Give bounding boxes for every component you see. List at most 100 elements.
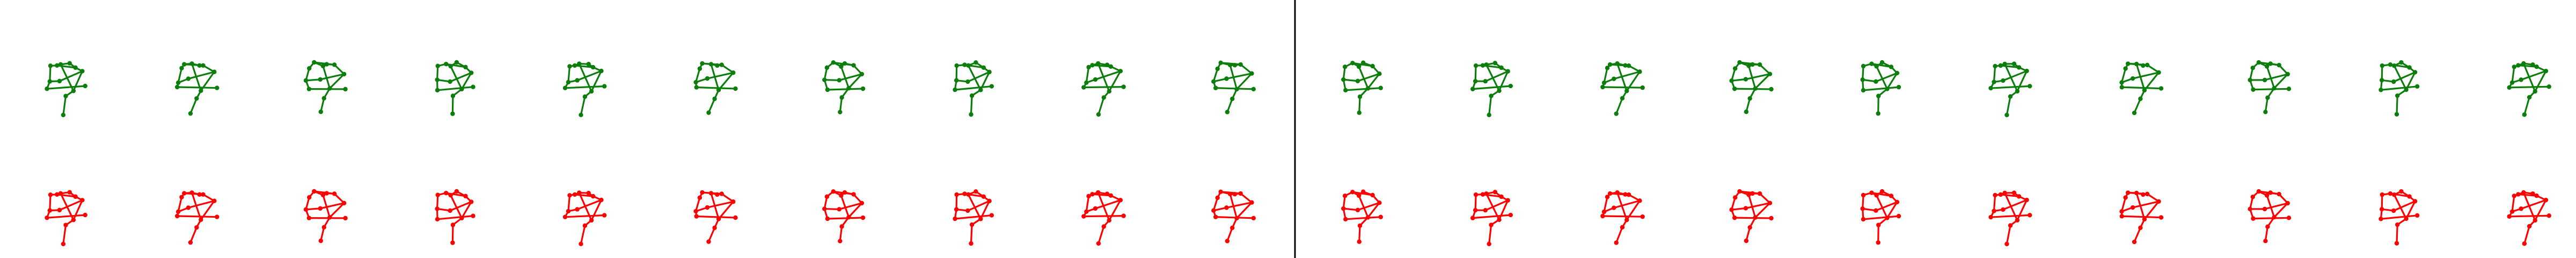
pose-figure (953, 60, 994, 117)
pose-joint (2380, 63, 2385, 68)
pose-joint (1224, 205, 1229, 210)
pose-bone (967, 64, 982, 91)
pose-joint (197, 63, 202, 68)
pose-joint (2248, 77, 2252, 83)
pose-joint (67, 61, 72, 66)
pose-joint (1743, 77, 1748, 82)
pose-joint (2004, 112, 2009, 118)
pose-bone (2264, 202, 2289, 210)
pose-bone (2393, 194, 2407, 220)
pose-joint (1121, 84, 1126, 89)
pose-joint (1614, 111, 1619, 116)
pose-joint (579, 241, 583, 247)
pose-joint (463, 194, 468, 199)
pose-bone (62, 224, 67, 245)
pose-figure (2119, 190, 2164, 245)
pose-joint (851, 192, 856, 197)
pose-joint (2123, 66, 2128, 71)
pose-bone (2002, 70, 2028, 82)
pose-joint (57, 207, 62, 213)
pose-joint (2543, 197, 2549, 203)
pose-joint (989, 213, 994, 218)
pose-joint (989, 84, 994, 89)
pose-joint (700, 61, 705, 66)
pose-joint (1896, 84, 1901, 90)
pose-joint (2546, 213, 2551, 218)
pose-joint (733, 215, 738, 220)
pose-bone (2135, 192, 2146, 220)
pose-figure (953, 189, 994, 246)
pose-joint (1988, 85, 1993, 91)
pose-joint (1743, 206, 1748, 211)
pose-bone (1993, 65, 1996, 83)
pose-joint (839, 64, 844, 69)
pose-joint (2399, 60, 2404, 65)
pose-bone (328, 202, 345, 219)
pose-joint (175, 84, 180, 90)
pose-joint (175, 209, 181, 214)
pose-joint (577, 190, 582, 195)
pose-joint (2008, 94, 2013, 99)
pose-bone (2392, 71, 2416, 83)
pose-joint (705, 205, 710, 210)
pose-joint (966, 192, 971, 197)
pose-joint (1879, 60, 1885, 65)
pose-joint (2134, 61, 2139, 67)
pose-bone (2522, 191, 2536, 221)
pose-joint (694, 85, 699, 90)
pose-joint (965, 79, 970, 84)
pose-bone (449, 71, 472, 83)
pose-bone (1747, 64, 1757, 90)
pose-joint (1118, 69, 1123, 74)
pose-joint (459, 87, 464, 92)
pose-joint (590, 194, 596, 199)
pose-bone (1613, 199, 1641, 209)
pose-joint (2388, 62, 2393, 67)
pose-joint (839, 224, 844, 229)
pose-bone (2132, 200, 2160, 209)
pose-bone (2006, 95, 2011, 116)
pose-joint (2024, 197, 2029, 203)
pose-bone (694, 68, 701, 83)
pose-joint (2145, 191, 2150, 197)
pose-joint (1118, 198, 1123, 203)
pose-joint (1227, 191, 1233, 197)
pose-bone (718, 71, 734, 91)
pose-bone (436, 194, 439, 210)
pose-figure (1729, 189, 1774, 243)
pose-bone (72, 70, 83, 92)
pose-joint (1767, 71, 1773, 76)
pose-joint (1605, 66, 1610, 70)
pose-figure (693, 190, 738, 244)
pose-joint (2263, 239, 2268, 243)
pose-joint (2156, 199, 2161, 204)
pose-bone (1358, 66, 1369, 89)
pose-bone (187, 200, 215, 209)
pose-bone (1085, 66, 1090, 84)
pose-joint (215, 85, 219, 90)
pose-bone (706, 71, 734, 80)
pose-joint (731, 70, 736, 75)
pose-bone (1240, 63, 1253, 75)
pose-joint (697, 66, 702, 71)
pose-bone (1229, 193, 1238, 219)
pose-joint (2265, 224, 2270, 230)
pose-joint (981, 65, 986, 70)
pose-joint (55, 192, 60, 197)
pose-figure (175, 61, 219, 116)
pose-joint (575, 207, 580, 212)
pose-joint (1470, 87, 1475, 91)
pose-joint (2011, 61, 2017, 66)
pose-joint (1484, 191, 1489, 196)
pose-joint (318, 77, 323, 82)
pose-joint (1378, 85, 1383, 90)
pose-joint (846, 85, 851, 91)
pose-joint (2414, 84, 2420, 89)
pose-joint (1090, 192, 1095, 197)
pose-joint (1238, 62, 1243, 67)
pose-bone (328, 73, 345, 90)
pose-bone (1082, 215, 1125, 218)
pose-joint (1497, 217, 1502, 222)
pose-bone (564, 85, 605, 89)
pose-joint (1096, 112, 1101, 117)
